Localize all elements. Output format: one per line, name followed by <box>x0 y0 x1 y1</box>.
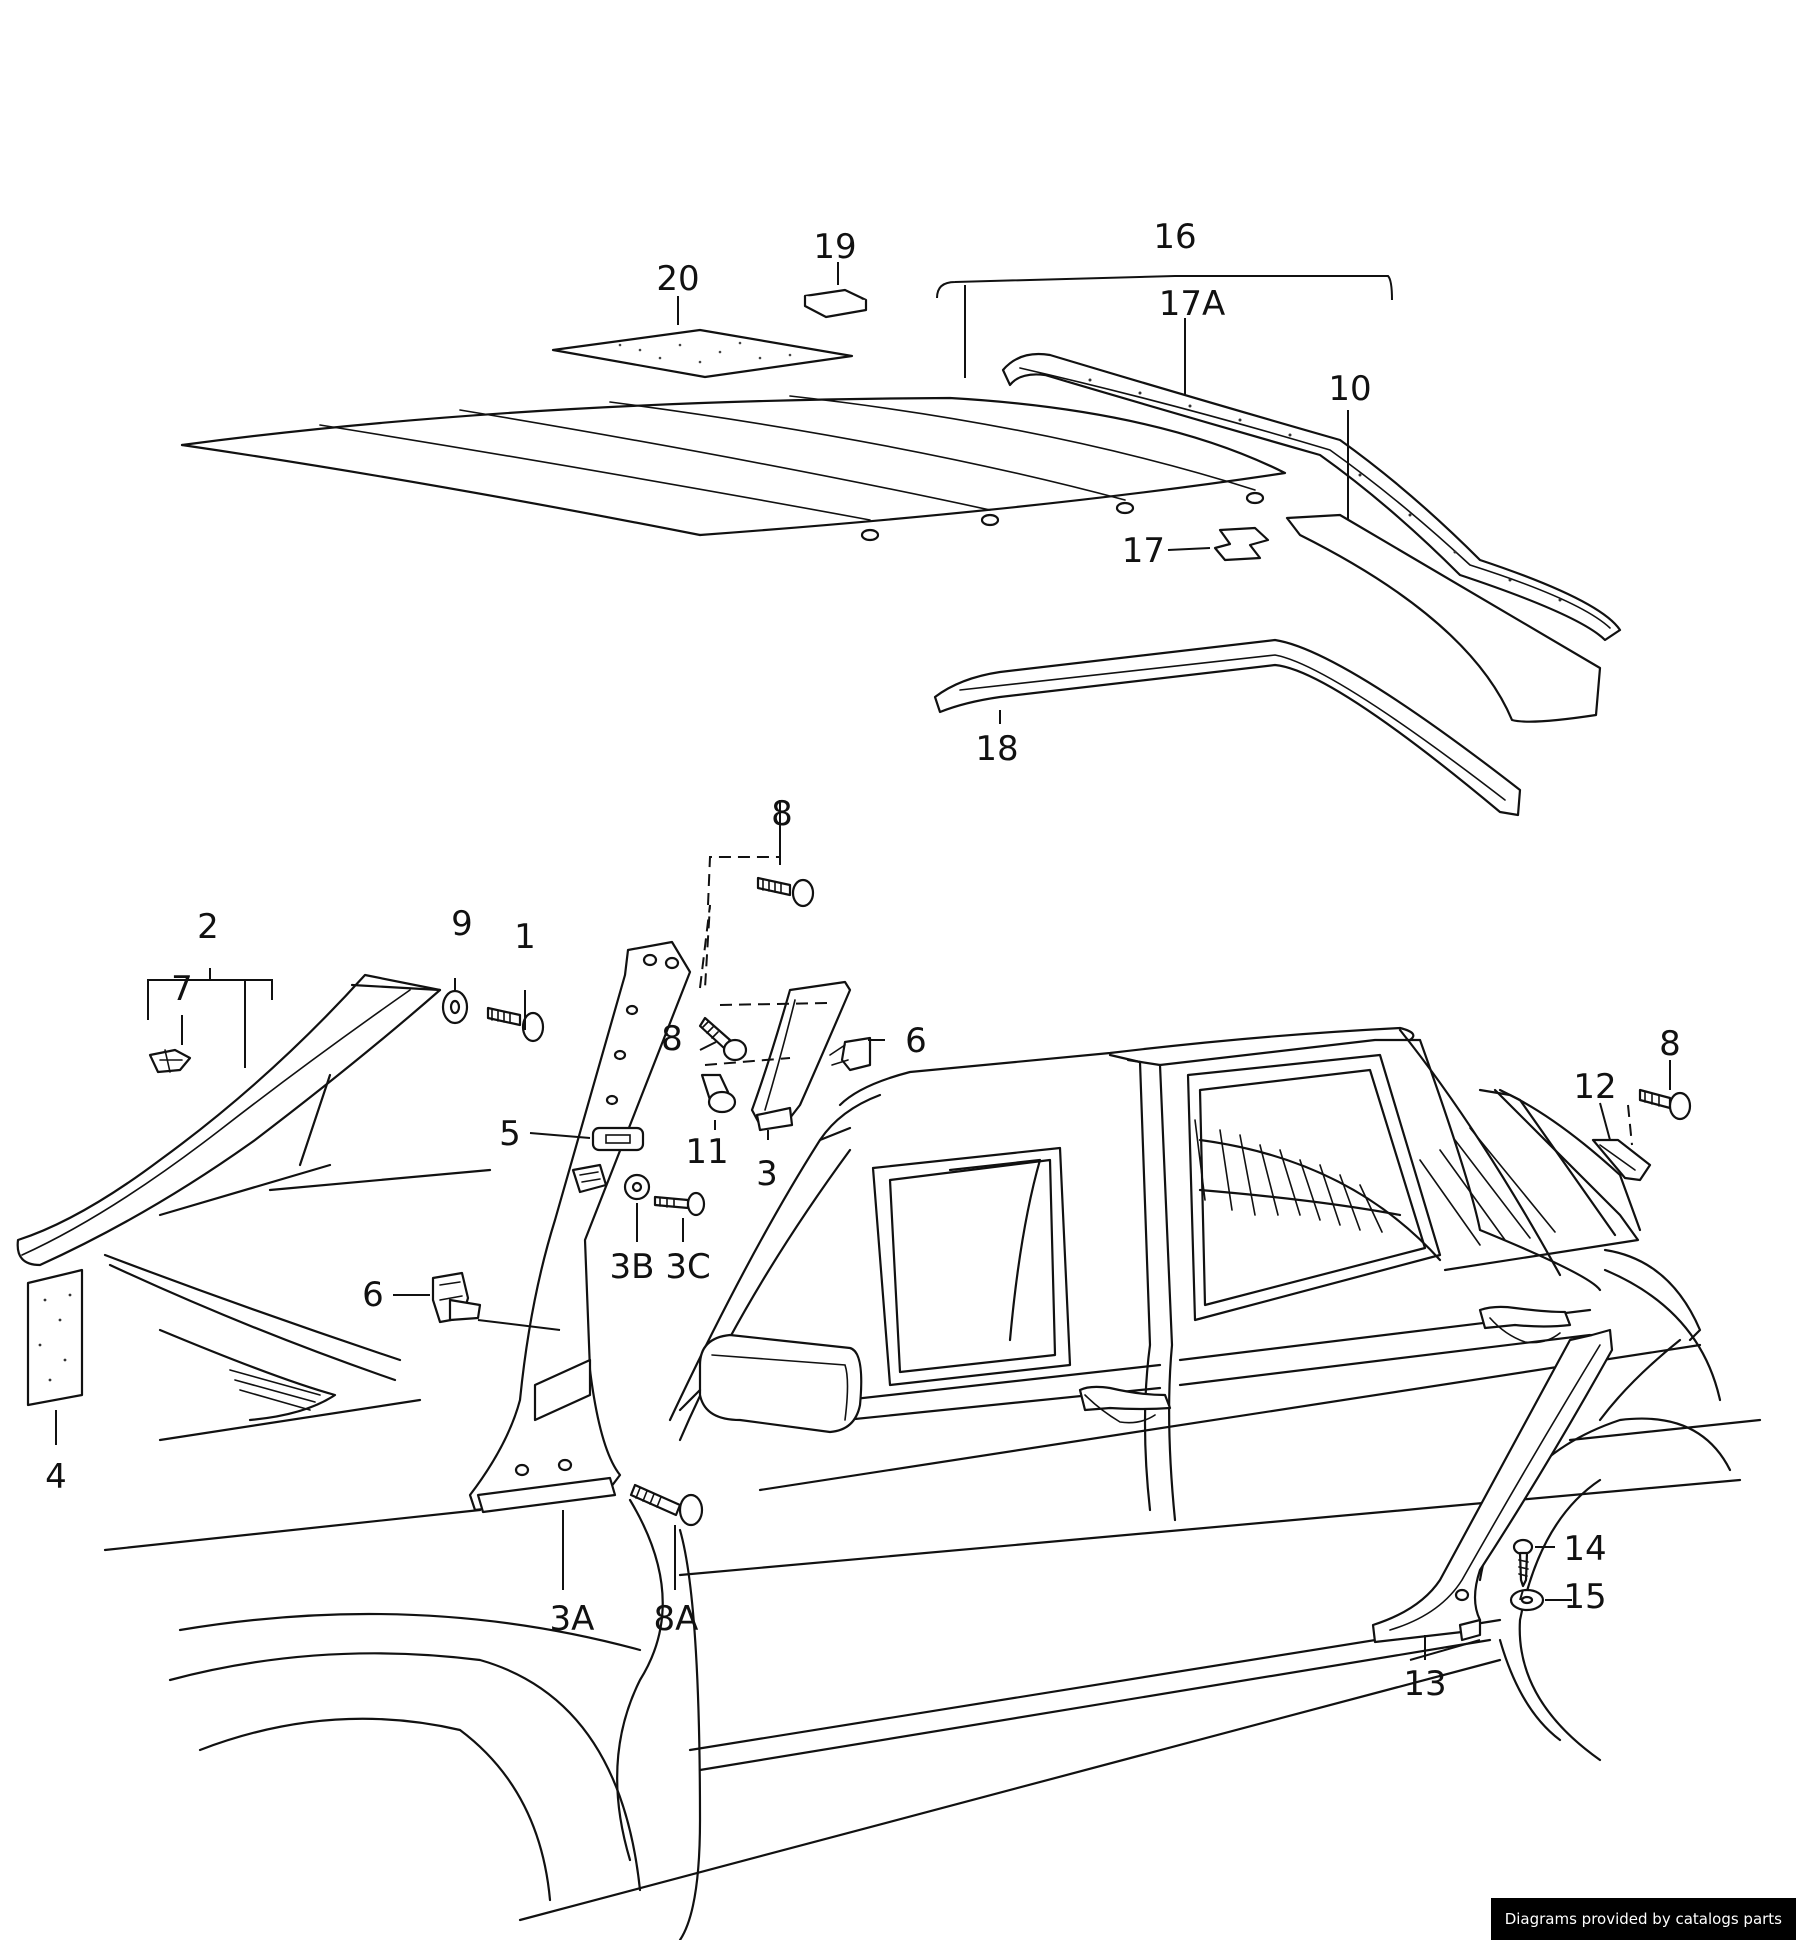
leader-lines <box>55 262 1671 1661</box>
clip-6-upper <box>829 1036 872 1072</box>
callout-1: 1 <box>514 917 536 957</box>
clip-7 <box>148 1048 192 1074</box>
sound-pad-4 <box>26 1268 84 1407</box>
c-pillar-trim <box>1371 1328 1614 1644</box>
diagram-credit: Diagrams provided by catalogs parts <box>1490 1898 1796 1940</box>
screw-14 <box>1512 1538 1534 1588</box>
callout-17: 17 <box>1122 531 1165 571</box>
callout-3: 3 <box>756 1154 778 1194</box>
roof-liner-panel <box>180 395 1287 542</box>
washer-9 <box>441 989 469 1025</box>
a-pillar-trim <box>16 973 442 1267</box>
clip-11 <box>700 1073 737 1114</box>
clip-12 <box>1591 1138 1652 1182</box>
callout-8-right: 8 <box>1659 1024 1681 1064</box>
washer-3b <box>623 1173 651 1201</box>
callout-6-lower: 6 <box>362 1275 384 1315</box>
car-body <box>168 1026 1762 1940</box>
callout-17a: 17A <box>1159 284 1226 324</box>
callout-3c: 3C <box>665 1247 710 1287</box>
callout-6-upper: 6 <box>905 1021 927 1061</box>
callout-20: 20 <box>656 259 699 299</box>
callout-18: 18 <box>975 729 1018 769</box>
callout-11: 11 <box>685 1132 728 1172</box>
washer-15 <box>1509 1588 1545 1612</box>
callout-16: 16 <box>1153 217 1196 257</box>
callout-8-mid: 8 <box>661 1019 683 1059</box>
callout-3b: 3B <box>610 1247 655 1287</box>
callout-2: 2 <box>197 907 219 947</box>
foam-pad <box>803 288 868 319</box>
callout-15: 15 <box>1563 1577 1606 1617</box>
callout-13: 13 <box>1403 1664 1446 1704</box>
dashboard-vent <box>158 1328 337 1422</box>
callout-7: 7 <box>171 969 193 1009</box>
callout-19: 19 <box>813 227 856 267</box>
callout-9: 9 <box>451 904 473 944</box>
callout-8a: 8A <box>654 1599 699 1639</box>
trim-3 <box>750 980 852 1132</box>
callout-8-top: 8 <box>771 794 793 834</box>
screw-8a <box>629 1483 704 1527</box>
sound-damping-mat <box>551 328 854 379</box>
screw-8-top <box>756 876 815 908</box>
roof-edge-trim-upper <box>1001 352 1622 723</box>
callout-10: 10 <box>1328 369 1371 409</box>
clip-17 <box>1213 526 1270 562</box>
callout-4: 4 <box>45 1457 67 1497</box>
clip-6-lower <box>431 1271 482 1324</box>
roof-edge-trim-lower <box>933 638 1522 817</box>
callout-12: 12 <box>1573 1067 1616 1107</box>
b-pillar-trim <box>468 940 692 1514</box>
screw-8-right <box>1638 1088 1692 1121</box>
clip-5 <box>591 1126 645 1152</box>
screw-1 <box>486 1006 545 1043</box>
clip-3b-bracket <box>571 1163 608 1194</box>
side-mirror <box>678 1333 863 1434</box>
callout-14: 14 <box>1563 1529 1606 1569</box>
screw-3c <box>653 1191 706 1217</box>
callout-5: 5 <box>499 1114 521 1154</box>
screw-8-mid <box>698 1016 748 1062</box>
callout-3a: 3A <box>550 1599 595 1639</box>
